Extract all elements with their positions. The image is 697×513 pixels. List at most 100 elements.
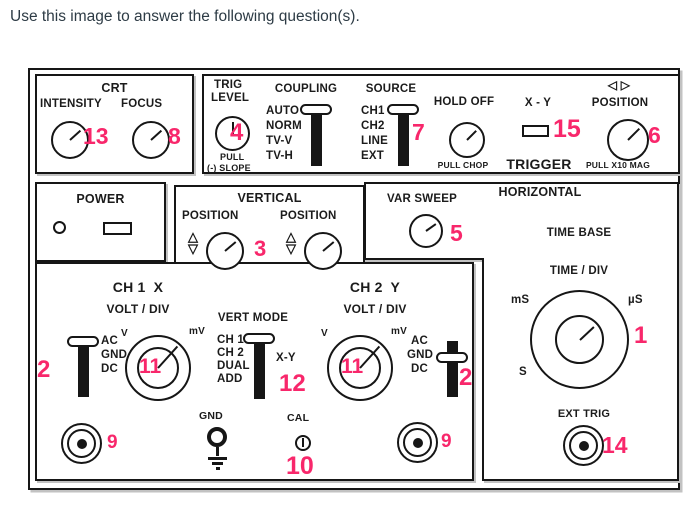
trig-level-label-2: LEVEL — [211, 92, 250, 104]
callout-2-ch1-coupling: 2 — [37, 356, 51, 383]
callout-5-var-sweep: 5 — [450, 220, 463, 246]
ch2-mv-label: mV — [391, 326, 407, 337]
var-sweep-knob — [409, 214, 443, 248]
vert-mode-ch1: CH 1 — [217, 334, 245, 346]
coupling-option-tvv: TV-V — [266, 135, 293, 147]
ch2-coupling-dc: DC — [411, 363, 429, 375]
pull-slope-label-2: (-) SLOPE — [207, 163, 251, 173]
xy-button — [522, 125, 549, 137]
ch1-coupling-handle — [67, 336, 99, 347]
intensity-label: INTENSITY — [40, 98, 102, 110]
ch1-coupling-dc: DC — [101, 363, 119, 375]
inputs-section: CH 1 X VOLT / DIV 2 AC GND DC V mV 11 VE… — [35, 262, 474, 481]
ch2-title: CH 2 Y — [349, 279, 401, 295]
ground-symbol-bar2 — [212, 462, 223, 465]
ch1-coupling-gnd: GND — [101, 349, 128, 361]
power-lamp — [53, 221, 66, 234]
vertical-section: VERTICAL POSITION POSITION △ ▽ 3 △ ▽ — [174, 185, 365, 270]
v-position-label-ch1: POSITION — [182, 210, 239, 222]
callout-6-position: 6 — [648, 122, 661, 148]
coupling-option-norm: NORM — [266, 120, 302, 132]
left-right-arrows-icon: ◁ ▷ — [607, 78, 631, 92]
unit-us-label: µS — [628, 294, 643, 306]
ch2-volt-div-label: VOLT / DIV — [343, 302, 407, 316]
xy-label: X - Y — [524, 97, 552, 109]
cal-label: CAL — [287, 412, 310, 424]
coupling-title: COUPLING — [274, 83, 338, 95]
crt-section: CRT INTENSITY FOCUS 13 8 — [35, 74, 194, 174]
source-option-line: LINE — [361, 135, 388, 147]
hold-off-knob — [449, 122, 485, 158]
coupling-slider-handle — [300, 104, 332, 115]
ch1-position-knob — [206, 232, 244, 270]
h-position-label: POSITION — [591, 97, 649, 109]
intensity-knob — [51, 121, 89, 159]
callout-13-intensity: 13 — [83, 123, 109, 149]
up-arrow-icon: △ — [286, 229, 296, 244]
var-sweep-label: VAR SWEEP — [387, 193, 457, 205]
coupling-slider-track — [311, 114, 322, 166]
callout-2-ch2-coupling: 2 — [459, 364, 473, 391]
time-div-label: TIME / DIV — [549, 265, 609, 277]
vert-mode-dual: DUAL — [217, 360, 250, 372]
focus-label: FOCUS — [121, 98, 163, 110]
time-div-knob — [555, 315, 604, 364]
ch1-volt-div-knob-outer — [125, 335, 191, 401]
coupling-option-auto: AUTO — [266, 105, 300, 117]
ch1-title: CH 1 X — [112, 279, 164, 295]
ch1-input-connector — [61, 423, 102, 464]
time-div-knob-outer — [530, 290, 629, 389]
ch2-coupling-gnd: GND — [407, 349, 434, 361]
vert-mode-handle — [243, 333, 275, 344]
ch1-v-label: V — [121, 328, 128, 339]
ext-trig-label: EXT TRIG — [557, 408, 611, 420]
horizontal-section-outline — [364, 182, 679, 481]
power-section: POWER — [35, 182, 166, 262]
callout-1-time-div: 1 — [634, 322, 648, 349]
source-option-ch1: CH1 — [361, 105, 385, 117]
callout-15-xy: 15 — [553, 115, 581, 143]
pull-slope-label-1: PULL — [220, 152, 245, 162]
cal-output — [295, 435, 311, 451]
power-title: POWER — [76, 192, 125, 206]
callout-7-source: 7 — [412, 119, 425, 145]
vert-mode-add: ADD — [217, 373, 243, 385]
ch1-volt-div-label: VOLT / DIV — [106, 302, 170, 316]
trigger-section: TRIG LEVEL 4 PULL (-) SLOPE COUPLING AUT… — [202, 74, 680, 174]
h-position-knob — [607, 119, 649, 161]
callout-11-ch2-volt: 11 — [341, 355, 364, 378]
callout-12-vert-mode: 12 — [279, 370, 306, 397]
callout-10-cal: 10 — [286, 452, 314, 480]
pull-x10-mag-label: PULL X10 MAG — [585, 160, 651, 170]
callout-8-focus: 8 — [168, 123, 181, 149]
ch1-coupling-ac: AC — [101, 335, 119, 347]
pull-chop-label: PULL CHOP — [437, 160, 489, 170]
up-arrow-icon: △ — [188, 229, 198, 244]
callout-3-v-position: 3 — [254, 236, 267, 261]
trig-level-label-1: TRIG — [214, 79, 243, 91]
ch2-input-connector — [397, 422, 438, 463]
trigger-title: TRIGGER — [506, 156, 572, 172]
callout-4-trig-level: 4 — [230, 119, 244, 146]
ext-trig-connector — [563, 425, 604, 466]
focus-knob — [132, 121, 170, 159]
oscilloscope-panel: CRT INTENSITY FOCUS 13 8 TRIG LEVEL 4 PU… — [28, 68, 680, 490]
unit-s-label: S — [519, 366, 527, 378]
ground-symbol-icon — [216, 447, 219, 456]
instruction-text: Use this image to answer the following q… — [10, 8, 360, 25]
ch2-coupling-track — [447, 341, 458, 397]
trig-level-knob — [215, 116, 250, 151]
up-down-arrows-icon: △ ▽ — [188, 229, 198, 256]
ch2-volt-div-knob-outer — [327, 335, 393, 401]
ch1-mv-label: mV — [189, 326, 205, 337]
ground-symbol-bar3 — [216, 467, 220, 470]
source-option-ext: EXT — [361, 150, 384, 162]
ch1-coupling-track — [78, 344, 89, 397]
vert-mode-title: VERT MODE — [217, 312, 289, 324]
ground-terminal — [207, 427, 227, 447]
vert-mode-ch2: CH 2 — [217, 347, 245, 359]
vert-mode-track — [254, 342, 265, 399]
coupling-option-tvh: TV-H — [266, 150, 293, 162]
vertical-title: VERTICAL — [237, 191, 302, 205]
ch2-coupling-handle — [436, 352, 468, 363]
